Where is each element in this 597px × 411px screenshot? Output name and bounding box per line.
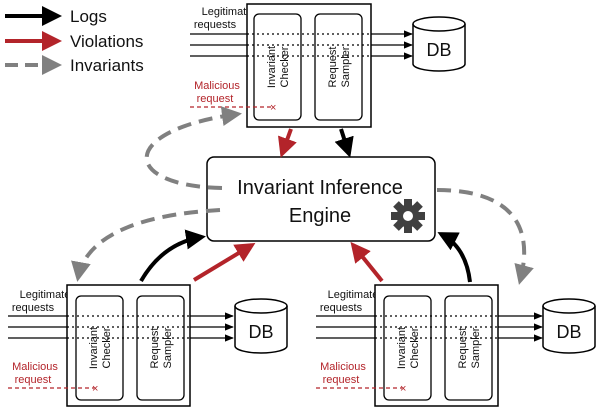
malicious-request-label: request	[197, 93, 234, 105]
request-sampler-box	[136, 295, 185, 401]
legend-invariants-label: Invariants	[70, 56, 144, 75]
request-sampler-label: Sampler	[470, 327, 482, 368]
database: DB	[234, 298, 288, 354]
invariant-checker-box	[253, 13, 302, 121]
legit-requests-label: Legitimate	[202, 6, 253, 18]
db-label: DB	[556, 322, 581, 342]
logs-arrow-left	[139, 229, 206, 283]
request-sampler-label: Request	[327, 47, 339, 88]
malicious-request-label: Malicious	[12, 361, 58, 373]
database: DB	[542, 298, 596, 354]
malicious-request-label: Malicious	[194, 80, 240, 92]
request-sampler-label: Request	[457, 328, 469, 369]
malicious-request-label: request	[15, 374, 52, 386]
legit-requests-label: Legitimate	[328, 289, 379, 301]
invariants-arrow-top	[144, 106, 242, 190]
request-sampler-box	[314, 13, 363, 121]
request-sampler-label: Request	[149, 328, 161, 369]
request-sampler-label: Sampler	[162, 327, 174, 368]
legend: Logs Violations Invariants	[5, 6, 144, 75]
invariant-checker-label: Checker	[409, 327, 421, 368]
malicious-request-label: request	[323, 374, 360, 386]
malicious-request-label: Malicious	[320, 361, 366, 373]
legend-logs-label: Logs	[70, 7, 107, 26]
legit-requests-label: Legitimate	[20, 289, 71, 301]
violations-arrow-right	[350, 241, 384, 283]
engine-box	[206, 156, 436, 242]
violations-arrow-left	[192, 242, 256, 282]
inference-engine: Invariant Inference Engine	[206, 156, 436, 242]
node-top: Legitimate requests Invariant Checker Re…	[190, 3, 466, 128]
request-sampler-label: Sampler	[340, 46, 352, 87]
gear-icon	[391, 199, 425, 233]
invariant-checker-box	[383, 295, 432, 401]
blocked-mark: ×	[270, 102, 276, 114]
invariant-checker-label: Checker	[279, 46, 291, 87]
invariant-checker-label: Invariant	[396, 327, 408, 369]
blocked-mark: ×	[92, 383, 98, 395]
logs-arrow-right	[437, 232, 472, 283]
node-right: Legitimate requests Invariant Checker Re…	[316, 284, 596, 407]
legit-requests-label: requests	[12, 302, 55, 314]
invariants-arrow-right	[436, 188, 534, 285]
invariant-checker-box	[75, 295, 124, 401]
request-sampler-box	[444, 295, 493, 401]
blocked-mark: ×	[400, 383, 406, 395]
engine-title-line1: Invariant Inference	[237, 177, 403, 199]
legit-requests-label: requests	[194, 19, 237, 31]
engine-title-line2: Engine	[289, 205, 351, 227]
invariant-checker-label: Invariant	[266, 46, 278, 88]
violations-arrow-top	[278, 128, 297, 158]
invariant-checker-label: Checker	[101, 327, 113, 368]
logs-arrow-top	[334, 128, 354, 158]
database: DB	[412, 16, 466, 72]
node-left: Legitimate requests Invariant Checker Re…	[8, 284, 288, 407]
invariants-arrow-left	[71, 208, 221, 282]
db-label: DB	[248, 322, 273, 342]
legit-requests-label: requests	[320, 302, 363, 314]
db-label: DB	[426, 40, 451, 60]
invariant-checker-label: Invariant	[88, 327, 100, 369]
legend-violations-label: Violations	[70, 32, 143, 51]
